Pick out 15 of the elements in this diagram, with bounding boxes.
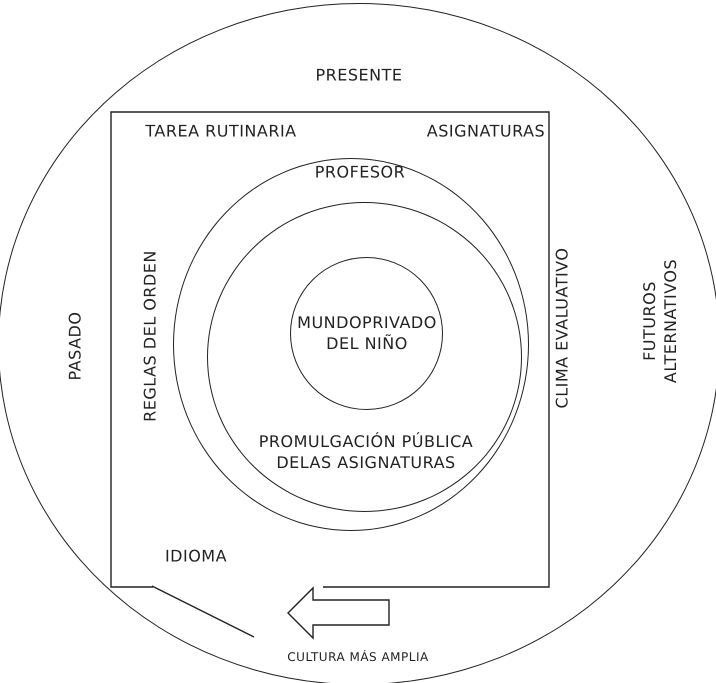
ring-circle <box>207 202 522 512</box>
region-label: FUTUROS ALTERNATIVOS <box>640 258 681 386</box>
region-label: MUNDOPRIVADO DEL NIÑO <box>296 313 438 355</box>
region-label: ASIGNATURAS <box>426 122 546 142</box>
inner-circle <box>290 257 443 410</box>
ring-circle <box>173 158 529 531</box>
region-label: CULTURA MÁS AMPLIA <box>286 650 430 666</box>
region-label: PROFESOR <box>314 162 406 184</box>
region-label: PROMULGACIÓN PÚBLICA DELAS ASIGNATURAS <box>258 432 474 474</box>
region-label: TAREA RUTINARIA <box>144 122 298 142</box>
region-label: IDIOMA <box>164 546 228 568</box>
region-label: PASADO <box>66 310 86 382</box>
region-label: CLIMA EVALUATIVO <box>552 246 573 410</box>
region-label: PRESENTE <box>314 66 404 86</box>
region-label: REGLAS DEL ORDEN <box>140 249 161 424</box>
